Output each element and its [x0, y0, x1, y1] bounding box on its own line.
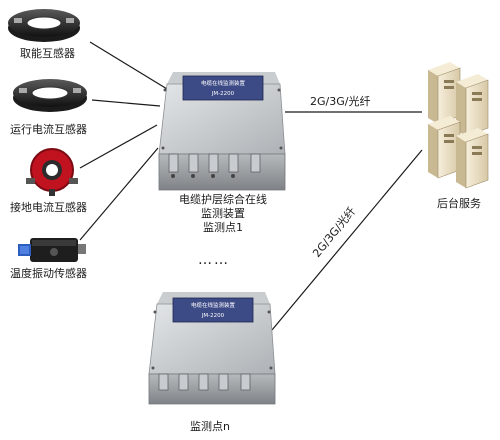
nameplate-title: 电缆在线监测装置 [201, 79, 246, 87]
link-label-top: 2G/3G/光纤 [310, 95, 371, 108]
device-caption-1: 电缆护层综合在线 监测装置 监测点1 [168, 193, 278, 235]
monitoring-device-box-1: 电缆在线监测装置 JM-2200 [158, 72, 286, 191]
cable-glands [158, 373, 251, 391]
server-label: 后台服务 [437, 197, 481, 210]
cable-glands [168, 153, 261, 173]
line-sensor3-device [79, 124, 158, 169]
server-unit [456, 128, 489, 189]
line-sensor4-device [79, 147, 159, 241]
server-unit [428, 62, 461, 125]
vibration-sensor-icon [18, 238, 86, 262]
line-sensor1-device [89, 41, 173, 93]
nameplate [172, 297, 254, 323]
connection-lines [79, 41, 423, 331]
nameplate-model: JM-2200 [211, 91, 235, 97]
red-ct-icon [26, 148, 78, 196]
server-rack-icon [428, 62, 489, 189]
line-devicen-server [271, 149, 423, 331]
device-caption-line: 电缆护层综合在线 [179, 193, 267, 206]
ring-ct-icon [13, 79, 87, 112]
device-caption-line: 监测装置 [201, 207, 245, 220]
ellipsis: …… [198, 252, 230, 268]
nameplate-model: JM-2200 [201, 313, 225, 319]
device-caption-line: 监测点1 [203, 221, 243, 234]
nameplate [182, 75, 264, 101]
server-unit [428, 116, 461, 179]
sensor-label-vibration: 温度振动传感器 [10, 267, 87, 280]
ring-ct-icon [8, 9, 80, 42]
link-label-bottom: 2G/3G/光纤 [309, 204, 358, 260]
sensor-label-grounding-ct: 接地电流互感器 [10, 201, 87, 214]
server-unit [456, 74, 489, 137]
sensor-label-running-ct: 运行电流互感器 [10, 123, 87, 136]
nameplate-title: 电缆在线监测装置 [191, 301, 236, 309]
monitoring-device-box-n: 电缆在线监测装置 JM-2200 [148, 292, 276, 405]
line-sensor2-device [91, 99, 161, 107]
device-caption-n: 监测点n [190, 420, 230, 433]
sensor-label-energy-ct: 取能互感器 [20, 47, 75, 60]
